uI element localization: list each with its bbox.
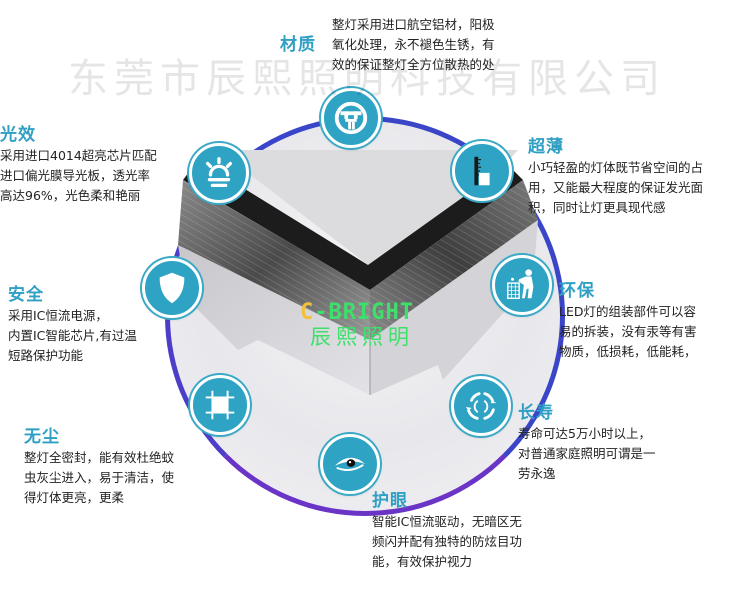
feature-light-efficiency: 光效 采用进口4014超亮芯片匹配 进口偏光膜导光板，透光率 高达96%，光色柔… bbox=[0, 125, 157, 203]
feature-title: 无尘 bbox=[24, 427, 60, 447]
feature-ultra-thin: 超薄 小巧轻盈的灯体既节省空间的占 用，又能最大程度的保证发光面 积，同时让灯更… bbox=[528, 137, 704, 215]
feature-eco: 环保 LED灯的组装部件可以容 易的拆装，没有汞等有害 物质，低损耗，低能耗， bbox=[559, 281, 697, 359]
aluminum-profile-icon bbox=[321, 88, 381, 148]
feature-title: 光效 bbox=[0, 125, 36, 145]
feature-material-desc: 整灯采用进口航空铝材，阳极 氧化处理，永不褪色生锈，有 效的保证整灯全方位散热的… bbox=[332, 17, 495, 72]
feature-title: 护眼 bbox=[372, 491, 408, 511]
feature-safety: 安全 采用IC恒流电源， 内置IC智能芯片,有过温 短路保护功能 bbox=[8, 285, 137, 363]
feature-title: 环保 bbox=[559, 281, 595, 301]
cycle-arrows-icon bbox=[451, 376, 511, 436]
feature-title: 超薄 bbox=[528, 137, 564, 157]
feature-title: 材质 bbox=[280, 35, 316, 55]
feature-eye-care: 护眼 智能IC恒流驱动，无暗区无 频闪并配有独特的防炫目功 能，有效保护视力 bbox=[372, 491, 523, 569]
feature-material: 材质 bbox=[280, 34, 316, 56]
feature-long-life: 长寿 寿命可达5万小时以上， 对普通家庭照明可谓是一 劳永逸 bbox=[518, 403, 656, 481]
aluminum-panel-image bbox=[178, 150, 558, 450]
recycle-bin-person-icon bbox=[492, 255, 552, 315]
sealed-frame-icon bbox=[190, 375, 250, 435]
ruler-thin-icon bbox=[452, 141, 512, 201]
shield-icon bbox=[142, 258, 202, 318]
c-bright-logo: C-BRIGHT 辰熙照明 bbox=[300, 300, 414, 350]
feature-title: 长寿 bbox=[518, 403, 554, 423]
sunrise-light-icon bbox=[189, 143, 249, 203]
feature-dustproof: 无尘 整灯全密封，能有效杜绝蚊 虫灰尘进入，易于清洁，使 得灯体更亮，更柔 bbox=[24, 427, 175, 505]
eye-icon bbox=[320, 434, 380, 494]
feature-title: 安全 bbox=[8, 285, 44, 305]
